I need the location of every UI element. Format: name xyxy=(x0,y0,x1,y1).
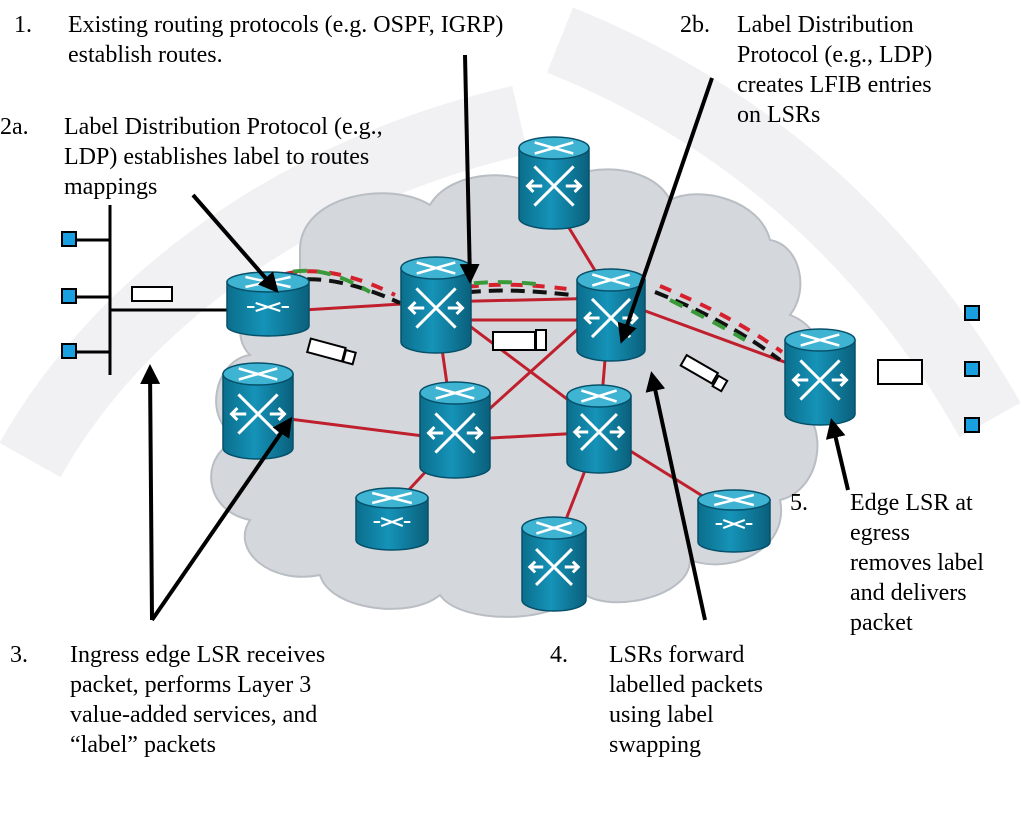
callout-5-line-3: removes label xyxy=(850,550,984,576)
callout-1-num: 1. xyxy=(14,12,32,38)
callout-4-line-2: labelled packets xyxy=(609,672,763,698)
egress-hosts xyxy=(877,305,980,433)
callout-3: 3. Ingress edge LSR receives packet, per… xyxy=(10,640,325,820)
callout-arrows xyxy=(140,54,850,622)
callout-1-line-2: establish routes. xyxy=(68,42,223,68)
lsr-switch-icon xyxy=(576,268,646,362)
callout-4-num: 4. xyxy=(550,642,568,668)
callout-2a: 2a. Label Distribution Protocol (e.g., L… xyxy=(0,112,383,262)
lsr-switch-icon xyxy=(419,381,491,479)
labelled-packet-icon xyxy=(305,337,357,366)
labelled-packets xyxy=(305,329,729,393)
callout-2a-line-2: LDP) establishes label to routes xyxy=(64,144,370,170)
labelled-packet-icon xyxy=(679,353,729,393)
callout-2b-line-2: Protocol (e.g., LDP) xyxy=(737,42,933,68)
callout-3-line-2: packet, performs Layer 3 xyxy=(70,672,312,698)
callout-2b-line-4: on LSRs xyxy=(737,102,821,128)
callout-2b: 2b. Label Distribution Protocol (e.g., L… xyxy=(680,10,932,190)
callout-3-line-3: value-added services, and xyxy=(70,702,318,728)
packet-icon xyxy=(877,359,923,385)
callout-2b-line-3: creates LFIB entries xyxy=(737,72,932,98)
callout-5: 5. Edge LSR at egress removes label and … xyxy=(790,488,984,698)
callout-5-line-4: and delivers xyxy=(850,580,967,606)
lsr-switch-icon xyxy=(566,384,632,474)
router-icon xyxy=(697,489,771,553)
callout-5-line-5: packet xyxy=(850,610,913,636)
labelled-packet-icon xyxy=(492,329,547,351)
lsr-switch-icon xyxy=(518,136,590,230)
callout-2b-num: 2b. xyxy=(680,12,710,38)
host-icon xyxy=(964,417,980,433)
lsr-switch-icon xyxy=(521,516,587,612)
callout-5-line-2: egress xyxy=(850,520,910,546)
packet-icon xyxy=(131,286,173,302)
lsr-switch-icon xyxy=(400,256,472,354)
callout-3-line-4: “label” packets xyxy=(70,732,216,758)
callout-2a-line-1: Label Distribution Protocol (e.g., xyxy=(64,114,383,140)
mpls-diagram xyxy=(0,7,1021,622)
lsr-switch-icon xyxy=(784,328,856,426)
callout-2a-num: 2a. xyxy=(0,114,29,140)
callout-4: 4. LSRs forward labelled packets using l… xyxy=(550,640,763,820)
lsr-switch-icon xyxy=(222,362,294,460)
callout-1-line-1: Existing routing protocols (e.g. OSPF, I… xyxy=(68,12,504,38)
host-icon xyxy=(61,231,77,247)
callout-4-line-4: swapping xyxy=(609,732,701,758)
callout-5-line-1: Edge LSR at xyxy=(850,490,973,516)
callout-2a-line-3: mappings xyxy=(64,174,158,200)
callout-5-num: 5. xyxy=(790,490,808,516)
callout-3-line-1: Ingress edge LSR receives xyxy=(70,642,326,668)
callout-4-line-1: LSRs forward xyxy=(609,642,745,668)
watermark xyxy=(0,7,1021,478)
callout-4-line-3: using label xyxy=(609,702,714,728)
host-icon xyxy=(61,343,77,359)
callout-2b-line-1: Label Distribution xyxy=(737,12,914,38)
host-icon xyxy=(964,305,980,321)
host-icon xyxy=(964,361,980,377)
router-layer xyxy=(222,136,856,612)
callout-1: 1. Existing routing protocols (e.g. OSPF… xyxy=(14,10,503,130)
host-icon xyxy=(61,288,77,304)
callout-3-num: 3. xyxy=(10,642,28,668)
ingress-lan xyxy=(61,205,230,375)
router-icon xyxy=(355,487,429,551)
